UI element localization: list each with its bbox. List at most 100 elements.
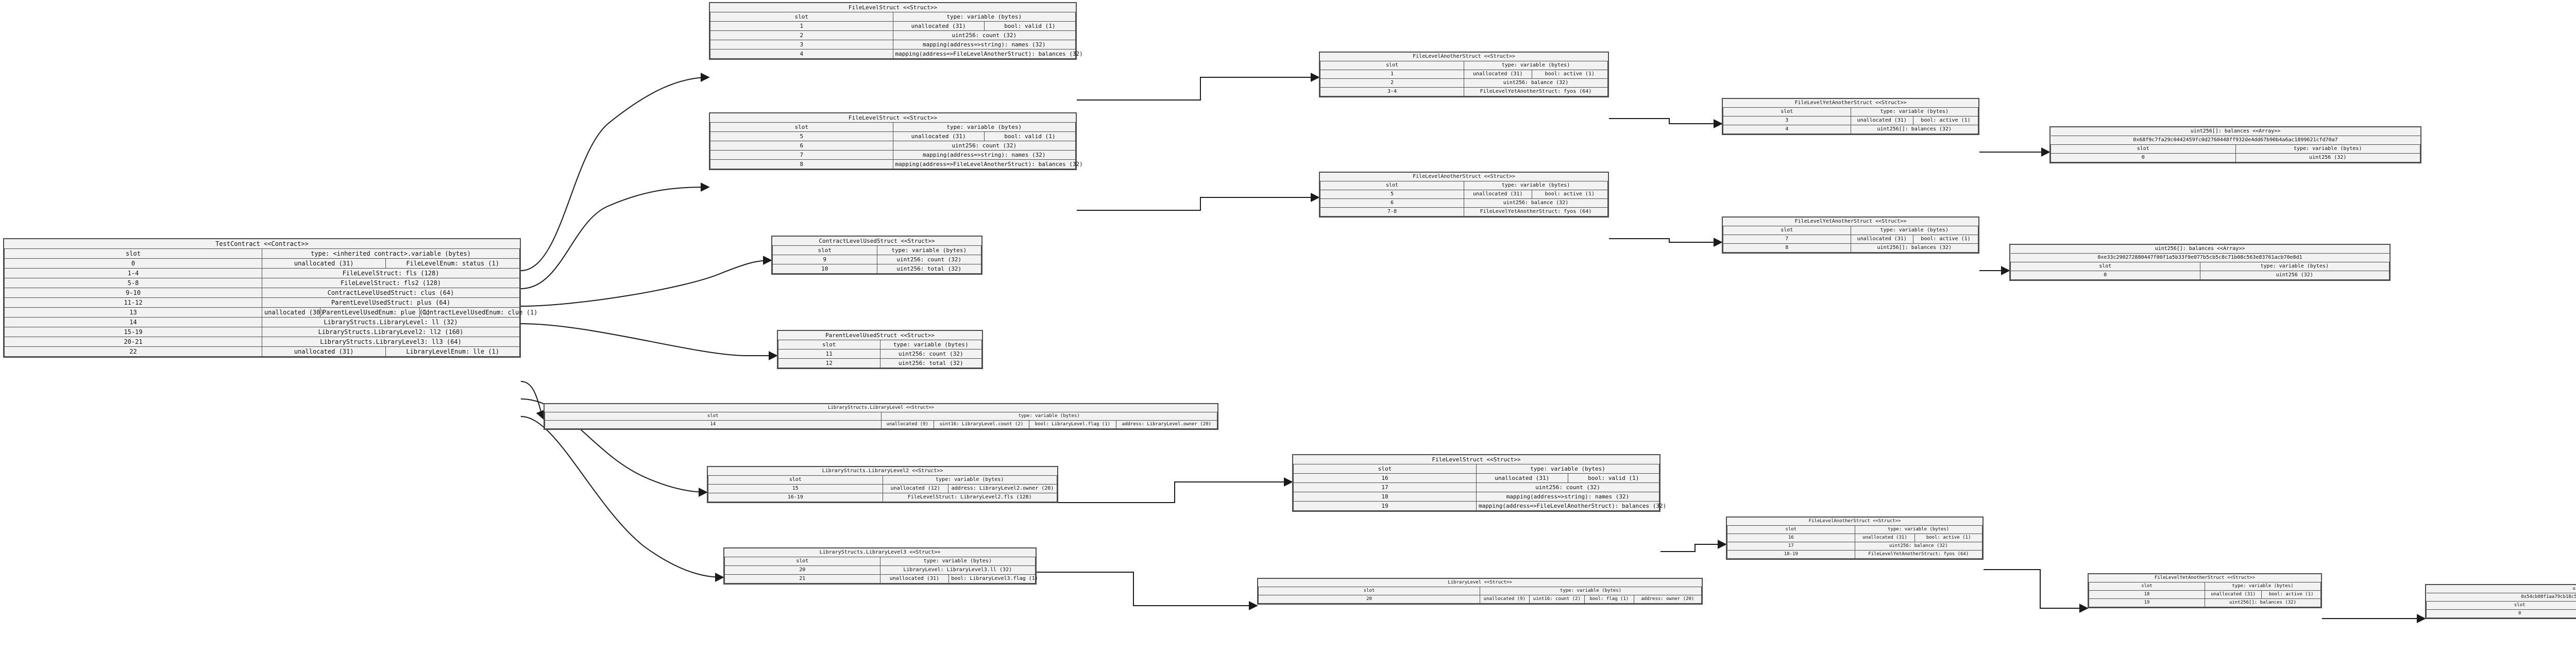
slot-segments: unallocated (31)bool: LibraryLevel3.flag… xyxy=(879,574,1038,584)
struct-table-library-structs-library-level[interactable]: LibraryStructs.LibraryLevel <<Struct>>sl… xyxy=(544,403,1218,430)
slot-segment: unallocated (31) xyxy=(1477,474,1568,482)
table-title: FileLevelAnotherStruct <<Struct>> xyxy=(1320,173,1608,181)
struct-table-library-structs-library-level-3[interactable]: LibraryStructs.LibraryLevel3 <<Struct>>s… xyxy=(723,547,1038,585)
slot-segments: unallocated (31)LibraryLevelEnum: lle (1… xyxy=(262,346,520,357)
slot-number: 20 xyxy=(724,565,880,575)
slot-segments: uint256 (32) xyxy=(2199,271,2389,280)
slot-segment: FileLevelYetAnotherStruct: fyos (64) xyxy=(1855,551,1982,558)
edge-fas2-7-8 xyxy=(1609,238,1723,247)
table-title: FileLevelYetAnotherStruct <<Struct>> xyxy=(1723,99,1978,108)
column-header-slot: slot xyxy=(1293,464,1477,474)
struct-table-file-level-yet-another-struct-3[interactable]: FileLevelYetAnotherStruct <<Struct>>slot… xyxy=(2088,573,2322,608)
slot-segments: unallocated (31)bool: active (1) xyxy=(1850,116,1978,125)
edge-test-contract-1-4 xyxy=(520,73,710,271)
slot-segment: uint16: count (2) xyxy=(1529,595,1585,603)
slot-number: 20-21 xyxy=(4,337,262,347)
struct-table-file-level-yet-another-struct-1[interactable]: FileLevelYetAnotherStruct <<Struct>>slot… xyxy=(1722,98,1979,135)
struct-table-library-structs-library-level-2[interactable]: LibraryStructs.LibraryLevel2 <<Struct>>s… xyxy=(707,466,1058,503)
struct-table-balances-array-1[interactable]: uint256[]: balances <<Array>>0x68f9c7fa2… xyxy=(2049,126,2421,163)
struct-table-balances-array-3[interactable]: uint256[]: balances <<Array>>0x54cb08f1a… xyxy=(2425,584,2576,619)
column-header-type: type: variable (bytes) xyxy=(1850,226,1978,235)
table-title: FileLevelStruct <<Struct>> xyxy=(710,3,1076,12)
slot-number: 18 xyxy=(1293,492,1477,502)
struct-table-file-level-yet-another-struct-2[interactable]: FileLevelYetAnotherStruct <<Struct>>slot… xyxy=(1722,216,1979,254)
slot-segments: uint256: count (32) xyxy=(879,349,982,359)
slot-segment: unallocated (31) xyxy=(880,575,950,583)
struct-table-balances-array-2[interactable]: uint256[]: balances <<Array>>0xe33c29027… xyxy=(2009,244,2391,281)
slot-segments: mapping(address=>FileLevelAnotherStruct)… xyxy=(892,159,1083,169)
column-header-slot: slot xyxy=(724,557,880,566)
slot-segment: mapping(address=>FileLevelAnotherStruct)… xyxy=(1477,502,1666,510)
column-header-slot: slot xyxy=(545,412,882,421)
slot-segments: FileLevelYetAnotherStruct: fyos (64) xyxy=(1464,207,1608,216)
slot-segment: address: owner (20) xyxy=(1633,595,1701,603)
table-title: FileLevelYetAnotherStruct <<Struct>> xyxy=(2089,574,2321,582)
slot-number: 17 xyxy=(1727,542,1855,551)
slot-segment: LibraryStructs.LibraryLevel3: ll3 (64) xyxy=(262,337,519,346)
slot-segment: uint256: balance (32) xyxy=(1464,199,1607,207)
slot-segments: FileLevelYetAnotherStruct: fyos (64) xyxy=(1854,550,1982,559)
slot-segment: LibraryLevelEnum: lle (1) xyxy=(385,347,519,356)
